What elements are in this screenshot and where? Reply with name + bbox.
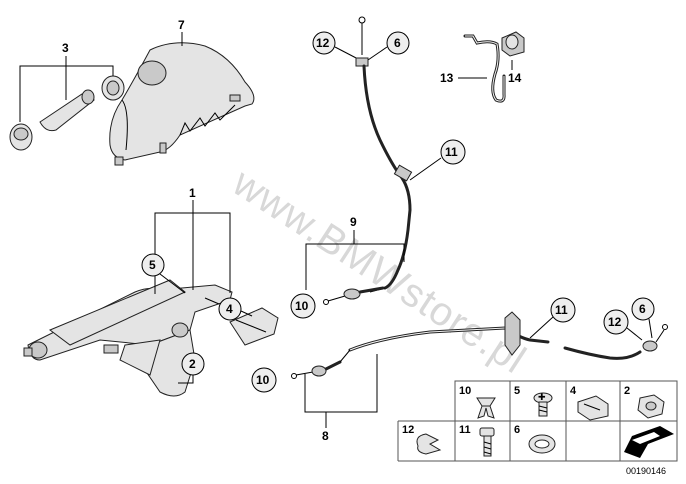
svg-text:✚: ✚ [538,392,546,402]
expanding-rivet-icon [476,397,496,419]
label-part-4: 4 [226,302,233,316]
label-part-6-top: 6 [394,36,401,50]
retaining-clip-icon [416,433,442,455]
screw-icon: ✚ [533,392,553,417]
cable-guide-clip-part[interactable] [463,34,506,103]
label-part-2: 2 [189,357,196,371]
legend-label-2: 2 [624,385,630,397]
label-part-11-upper: 11 [445,145,458,159]
legend-label-12: 12 [402,424,414,436]
label-part-14: 14 [508,71,522,85]
bolt-icon [479,427,495,457]
label-part-12-top: 12 [316,36,330,50]
label-part-12-right: 12 [608,315,622,329]
label-part-13: 13 [440,71,454,85]
label-part-8: 8 [322,429,329,443]
hex-nut-icon [637,394,665,419]
legend-label-4: 4 [570,385,577,397]
cable-end-fitting-right[interactable] [563,324,668,360]
label-part-10-upper: 10 [295,299,309,313]
label-part-7: 7 [178,18,185,32]
watermark-text: www.BMWstore.pl [224,160,534,382]
legend-label-5: 5 [514,385,520,397]
sealing-ring-icon [528,434,556,454]
legend-label-6: 6 [514,424,520,436]
legend-label-11: 11 [459,424,471,436]
label-part-10-lower: 10 [256,373,270,387]
small-parts-legend: 10 5 4 2 12 11 6 ✚ [397,380,678,462]
label-part-5: 5 [149,258,156,272]
cable-end-fitting-upper[interactable] [323,286,385,305]
brake-cable-right-part[interactable] [291,311,550,379]
diagram-reference-number: 00190146 [626,466,666,476]
spring-nut-clip-icon [577,395,609,421]
label-part-1: 1 [189,186,196,200]
console-cover-part[interactable] [109,42,255,166]
grommet-part[interactable] [501,31,525,57]
legend-label-10: 10 [459,385,471,397]
label-part-3: 3 [62,41,69,55]
grip-sleeve-set-part[interactable] [9,75,125,151]
label-part-9: 9 [350,215,357,229]
label-part-11-lower: 11 [555,303,568,317]
label-part-6-right: 6 [639,302,646,316]
handbrake-lever-assembly-part[interactable] [23,279,279,397]
direction-arrow-icon [624,426,674,458]
